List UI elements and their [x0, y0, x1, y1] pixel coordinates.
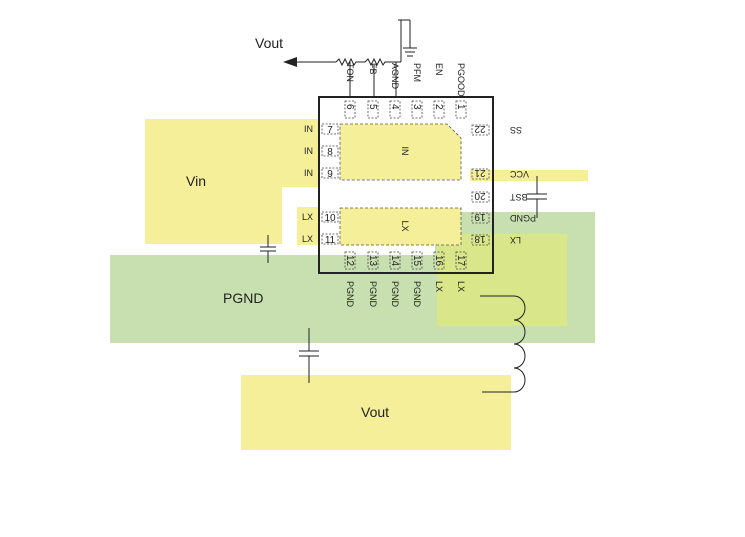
vin-label: Vin: [186, 173, 206, 189]
bottom-pin-number: 17: [455, 255, 466, 267]
resistor-fb-icon: [364, 57, 396, 67]
vin-copper-pad: [145, 119, 247, 244]
left-pin-name: IN: [304, 124, 313, 134]
left-pin-pad: [321, 145, 339, 157]
left-pin-pad: [321, 123, 339, 135]
left-pin-number: 7: [327, 125, 333, 136]
vin-copper-extension: [247, 119, 319, 187]
pad-lx-label: LX: [400, 220, 410, 231]
bottom-pin-pad: [367, 251, 379, 270]
ground-symbol-icon: [398, 19, 417, 57]
top-pin-number: 5: [367, 104, 378, 110]
top-pin-name: EN: [434, 63, 444, 76]
right-pin-number: 20: [474, 190, 486, 201]
vout-net-label: Vout: [255, 35, 283, 51]
top-pin-pad: [344, 100, 356, 119]
top-pin-pad: [455, 100, 467, 119]
bottom-pin-name: PGND: [345, 281, 355, 308]
right-pin-number: 19: [474, 211, 486, 222]
bottom-pin-pad: [433, 251, 445, 270]
ic-lx-exposed-pad: [339, 207, 462, 246]
right-pin-pad: [471, 168, 490, 180]
bottom-pin-number: 16: [433, 255, 444, 267]
bottom-pin-name: PGND: [390, 281, 400, 308]
left-pin-number: 10: [324, 213, 336, 224]
left-pin-name: IN: [304, 168, 313, 178]
bottom-pin-number: 12: [344, 255, 355, 267]
pgnd-label: PGND: [223, 290, 263, 306]
bottom-pin-name: LX: [434, 281, 444, 292]
top-pin-pad: [411, 100, 423, 119]
vin-capacitor-icon: [260, 235, 276, 263]
bottom-pin-pad: [389, 251, 401, 270]
left-pin-pad: [321, 167, 339, 179]
vout-capacitor-icon: [299, 328, 319, 383]
top-pins: 6 TON 5 FB 4 AGND 3 PFM 2 EN 1 PGOOD: [344, 63, 467, 119]
vout-arrow-icon: [283, 57, 297, 67]
top-pin-name: TON: [345, 63, 355, 82]
top-pin-name: FB: [368, 63, 378, 75]
right-pin-number: 21: [474, 167, 486, 178]
left-pin-name: LX: [302, 212, 313, 222]
top-pin-number: 4: [389, 104, 400, 110]
bottom-pin-pad: [411, 251, 423, 270]
ic-in-exposed-pad: [339, 123, 462, 181]
right-pin-number: 18: [474, 233, 486, 244]
top-pin-number: 3: [411, 104, 422, 110]
bottom-pin-name: PGND: [368, 281, 378, 308]
top-pin-name: PFM: [412, 63, 422, 82]
left-pin-number: 11: [325, 235, 336, 246]
right-pin-name: LX: [510, 235, 521, 245]
top-pin-number: 6: [344, 104, 355, 110]
resistor-ton-icon: [335, 57, 365, 67]
top-pin-name: AGND: [390, 63, 400, 90]
bottom-pin-pad: [344, 251, 356, 270]
inductor-icon: [480, 295, 526, 393]
top-pin-number: 1: [455, 104, 466, 110]
left-pin-pad: [321, 211, 339, 223]
top-pin-pad: [433, 100, 445, 119]
right-pin-name: VCC: [510, 169, 530, 179]
bottom-pin-name: PGND: [412, 281, 422, 308]
right-pin-pad: [471, 212, 490, 224]
right-pin-name: PGND: [510, 213, 537, 223]
vout-pad-label: Vout: [361, 404, 389, 420]
right-pin-name: BST: [510, 192, 528, 202]
right-pins: 22 SS 21 VCC 20 BST 19 PGND 18 LX: [471, 123, 537, 246]
lx-copper-left: [297, 207, 319, 245]
pad-in-label: IN: [400, 147, 410, 156]
left-pin-pad: [321, 233, 339, 245]
bottom-pin-number: 13: [367, 255, 378, 267]
right-pin-pad: [471, 234, 490, 246]
left-pin-number: 9: [327, 169, 333, 180]
right-pin-pad: [471, 191, 490, 203]
left-pin-name: LX: [302, 234, 313, 244]
top-pin-name: PGOOD: [456, 63, 466, 97]
right-pin-number: 22: [474, 123, 486, 134]
bottom-pin-pad: [455, 251, 467, 270]
bottom-pin-number: 14: [389, 255, 400, 267]
top-pin-number: 2: [433, 104, 444, 110]
vcc-copper-trace: [470, 170, 588, 181]
ic-package-outline: [318, 96, 494, 274]
bottom-pin-name: LX: [456, 281, 466, 292]
right-pin-pad: [471, 124, 490, 136]
top-pin-pad: [389, 100, 401, 119]
bottom-pin-number: 15: [411, 255, 422, 267]
lx-copper-right: [437, 234, 567, 326]
left-pin-number: 8: [327, 147, 333, 158]
vout-copper-pad: [241, 375, 511, 450]
right-pin-name: SS: [510, 125, 522, 135]
top-pin-pad: [367, 100, 379, 119]
bst-capacitor-icon: [527, 176, 547, 218]
left-pin-name: IN: [304, 146, 313, 156]
vin-copper-stub: [247, 187, 282, 244]
